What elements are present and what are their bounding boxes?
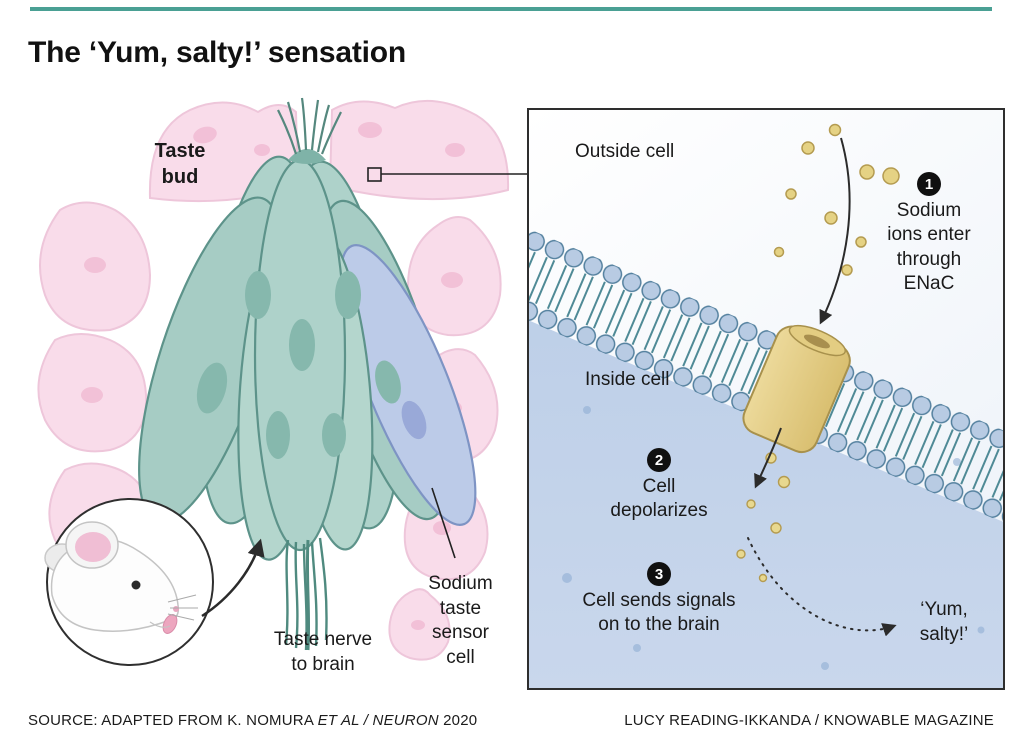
step-1-text: Sodium ions enter through ENaC <box>887 200 971 294</box>
mouse-nose <box>173 606 179 612</box>
sensor-cell-leader-line <box>431 487 456 559</box>
step-2-badge: 2 <box>647 448 671 472</box>
cell-membrane-inset: Outside cell Inside cell 1 Sodium ions e… <box>527 108 1005 690</box>
source-credit: SOURCE: ADAPTED FROM K. NOMURA ET AL / N… <box>28 712 478 729</box>
step-1: 1 Sodium ions enter through ENaC <box>859 172 999 296</box>
zoom-region-marker <box>367 167 527 182</box>
taste-nerve-label: Taste nerve to brain <box>273 629 373 675</box>
enac-channel <box>742 324 851 454</box>
page-title: The ‘Yum, salty!’ sensation <box>28 36 407 69</box>
step-3-text: Cell sends signals on to the brain <box>582 590 736 636</box>
ion-entry-arrow <box>819 137 851 325</box>
taste-nerve-fibers <box>284 537 328 651</box>
ion-exit-arrow <box>754 427 782 489</box>
outside-cell-label: Outside cell <box>575 141 675 162</box>
step-2: 2 Cell depolarizes <box>584 448 734 524</box>
step-1-badge: 1 <box>917 172 941 196</box>
taste-cell-nuclei <box>196 271 427 459</box>
step-2-text: Cell depolarizes <box>610 476 708 522</box>
cytoplasm-dots <box>562 406 985 670</box>
inside-cell-label: Inside cell <box>585 369 670 390</box>
microvilli <box>277 97 342 164</box>
step-3: 3 Cell sends signals on to the brain <box>539 562 779 638</box>
yum-salty-label: ‘Yum, salty!’ <box>919 599 969 645</box>
footer: SOURCE: ADAPTED FROM K. NOMURA ET AL / N… <box>28 712 994 729</box>
inside-cell-region <box>529 320 1003 688</box>
accent-bar <box>30 7 992 11</box>
mouse-eye <box>131 580 141 590</box>
sodium-ions-outside <box>773 123 900 276</box>
mouse-illustration <box>44 498 214 666</box>
artist-credit: LUCY READING-IKKANDA / KNOWABLE MAGAZINE <box>624 712 994 729</box>
taste-bud-label: Taste bud <box>154 140 206 188</box>
taste-bud-illustration <box>37 97 527 666</box>
mouse-to-bud-arrow <box>201 538 265 618</box>
membrane-illustration <box>529 110 1003 688</box>
step-3-badge: 3 <box>647 562 671 586</box>
sodium-sensor-cell-label: Sodium taste sensor cell <box>428 573 493 669</box>
signal-dotted-arrow <box>747 537 897 637</box>
sodium-ions-inside <box>736 452 791 583</box>
lipid-bilayer <box>529 213 1003 581</box>
